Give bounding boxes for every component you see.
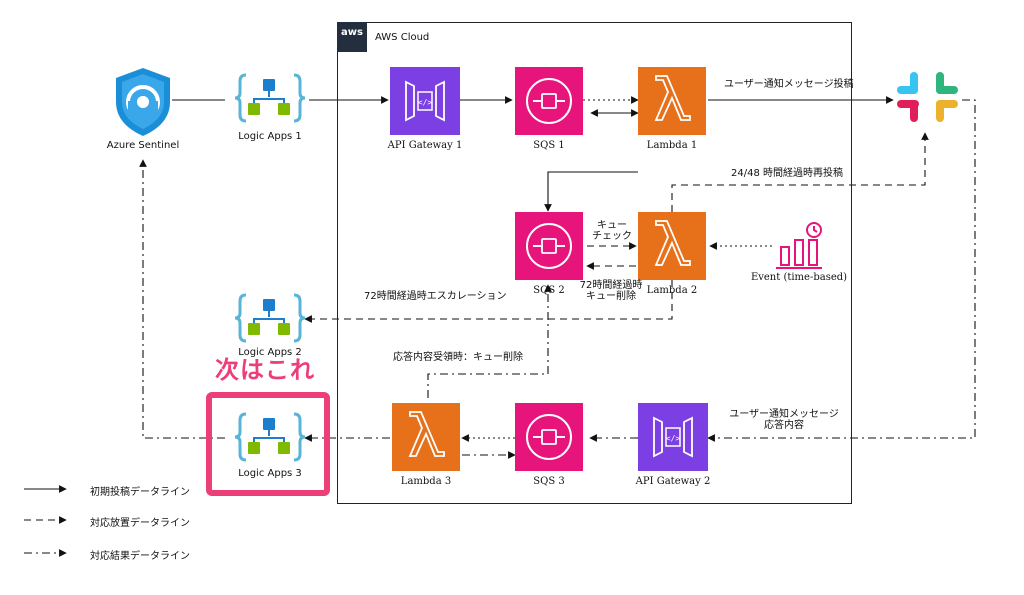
event-time-based-icon (776, 222, 822, 269)
slack-icon (897, 72, 958, 122)
edge-label-user-response-2: 応答内容 (764, 420, 804, 431)
highlight-box (206, 392, 330, 496)
logic-apps-1-label: Logic Apps 1 (238, 131, 302, 142)
edge-label-queue-check-2: チェック (592, 231, 632, 242)
annotation-next-is-this: 次はこれ (214, 355, 315, 385)
logic-apps-1-icon (234, 73, 306, 123)
logic-apps-2-label: Logic Apps 2 (238, 347, 302, 358)
legend-initial-post: 初期投稿データライン (90, 487, 190, 498)
edge-label-delete72-2: キュー削除 (586, 291, 636, 302)
lambda-2-label: Lambda 2 (646, 285, 698, 296)
edge-label-user-response-1: ユーザー通知メッセージ (729, 409, 839, 420)
azure-sentinel-label: Azure Sentinel (106, 140, 180, 151)
event-label: Event (time-based) (750, 272, 848, 283)
lambda-3-icon (392, 403, 460, 471)
api-gateway-1-label: API Gateway 1 (387, 140, 463, 151)
dotted-lines (461, 96, 772, 442)
lambda-1-icon (638, 67, 706, 135)
neglected-lines (304, 132, 929, 323)
logic-apps-3-label: Logic Apps 3 (238, 468, 302, 479)
edge-label-escalation: 72時間経過時エスカレーション (364, 291, 507, 302)
sqs-2-icon (515, 212, 583, 280)
edge-label-delete72-1: 72時間経過時 (579, 280, 643, 291)
edge-label-response-delete: 応答内容受領時：キュー削除 (393, 352, 523, 363)
svg-text:</>: </> (418, 98, 433, 107)
lambda-1-label: Lambda 1 (646, 140, 698, 151)
sqs-1-icon (515, 67, 583, 135)
edge-label-user-notify-post: ユーザー通知メッセージ投稿 (724, 79, 854, 90)
result-lines (139, 99, 976, 459)
azure-sentinel-icon (116, 68, 170, 136)
aws-cloud-frame (337, 22, 852, 504)
edge-label-repost: 24/48 時間経過時再投稿 (731, 168, 843, 179)
legend-result: 対応結果データライン (90, 551, 190, 562)
api-gateway-1-icon: </> (390, 67, 460, 135)
sqs-3-icon (515, 403, 583, 471)
svg-text:</>: </> (666, 434, 681, 443)
aws-logo: aws (337, 22, 367, 52)
api-gateway-2-label: API Gateway 2 (635, 476, 711, 487)
lambda-3-label: Lambda 3 (400, 476, 452, 487)
edge-label-queue-check-1: キュー (597, 220, 627, 231)
legend-lines (24, 485, 67, 557)
sqs-3-label: SQS 3 (533, 476, 565, 487)
legend-neglected: 対応放置データライン (90, 518, 190, 529)
lambda-2-icon (638, 212, 706, 280)
logic-apps-2-icon (234, 293, 306, 343)
sqs-1-label: SQS 1 (533, 140, 565, 151)
logic-apps-3-icon (234, 412, 306, 462)
sqs-2-label: SQS 2 (533, 285, 565, 296)
api-gateway-2-icon: </> (638, 403, 708, 471)
initial-post-lines (172, 96, 894, 212)
aws-cloud-title: AWS Cloud (375, 32, 430, 43)
